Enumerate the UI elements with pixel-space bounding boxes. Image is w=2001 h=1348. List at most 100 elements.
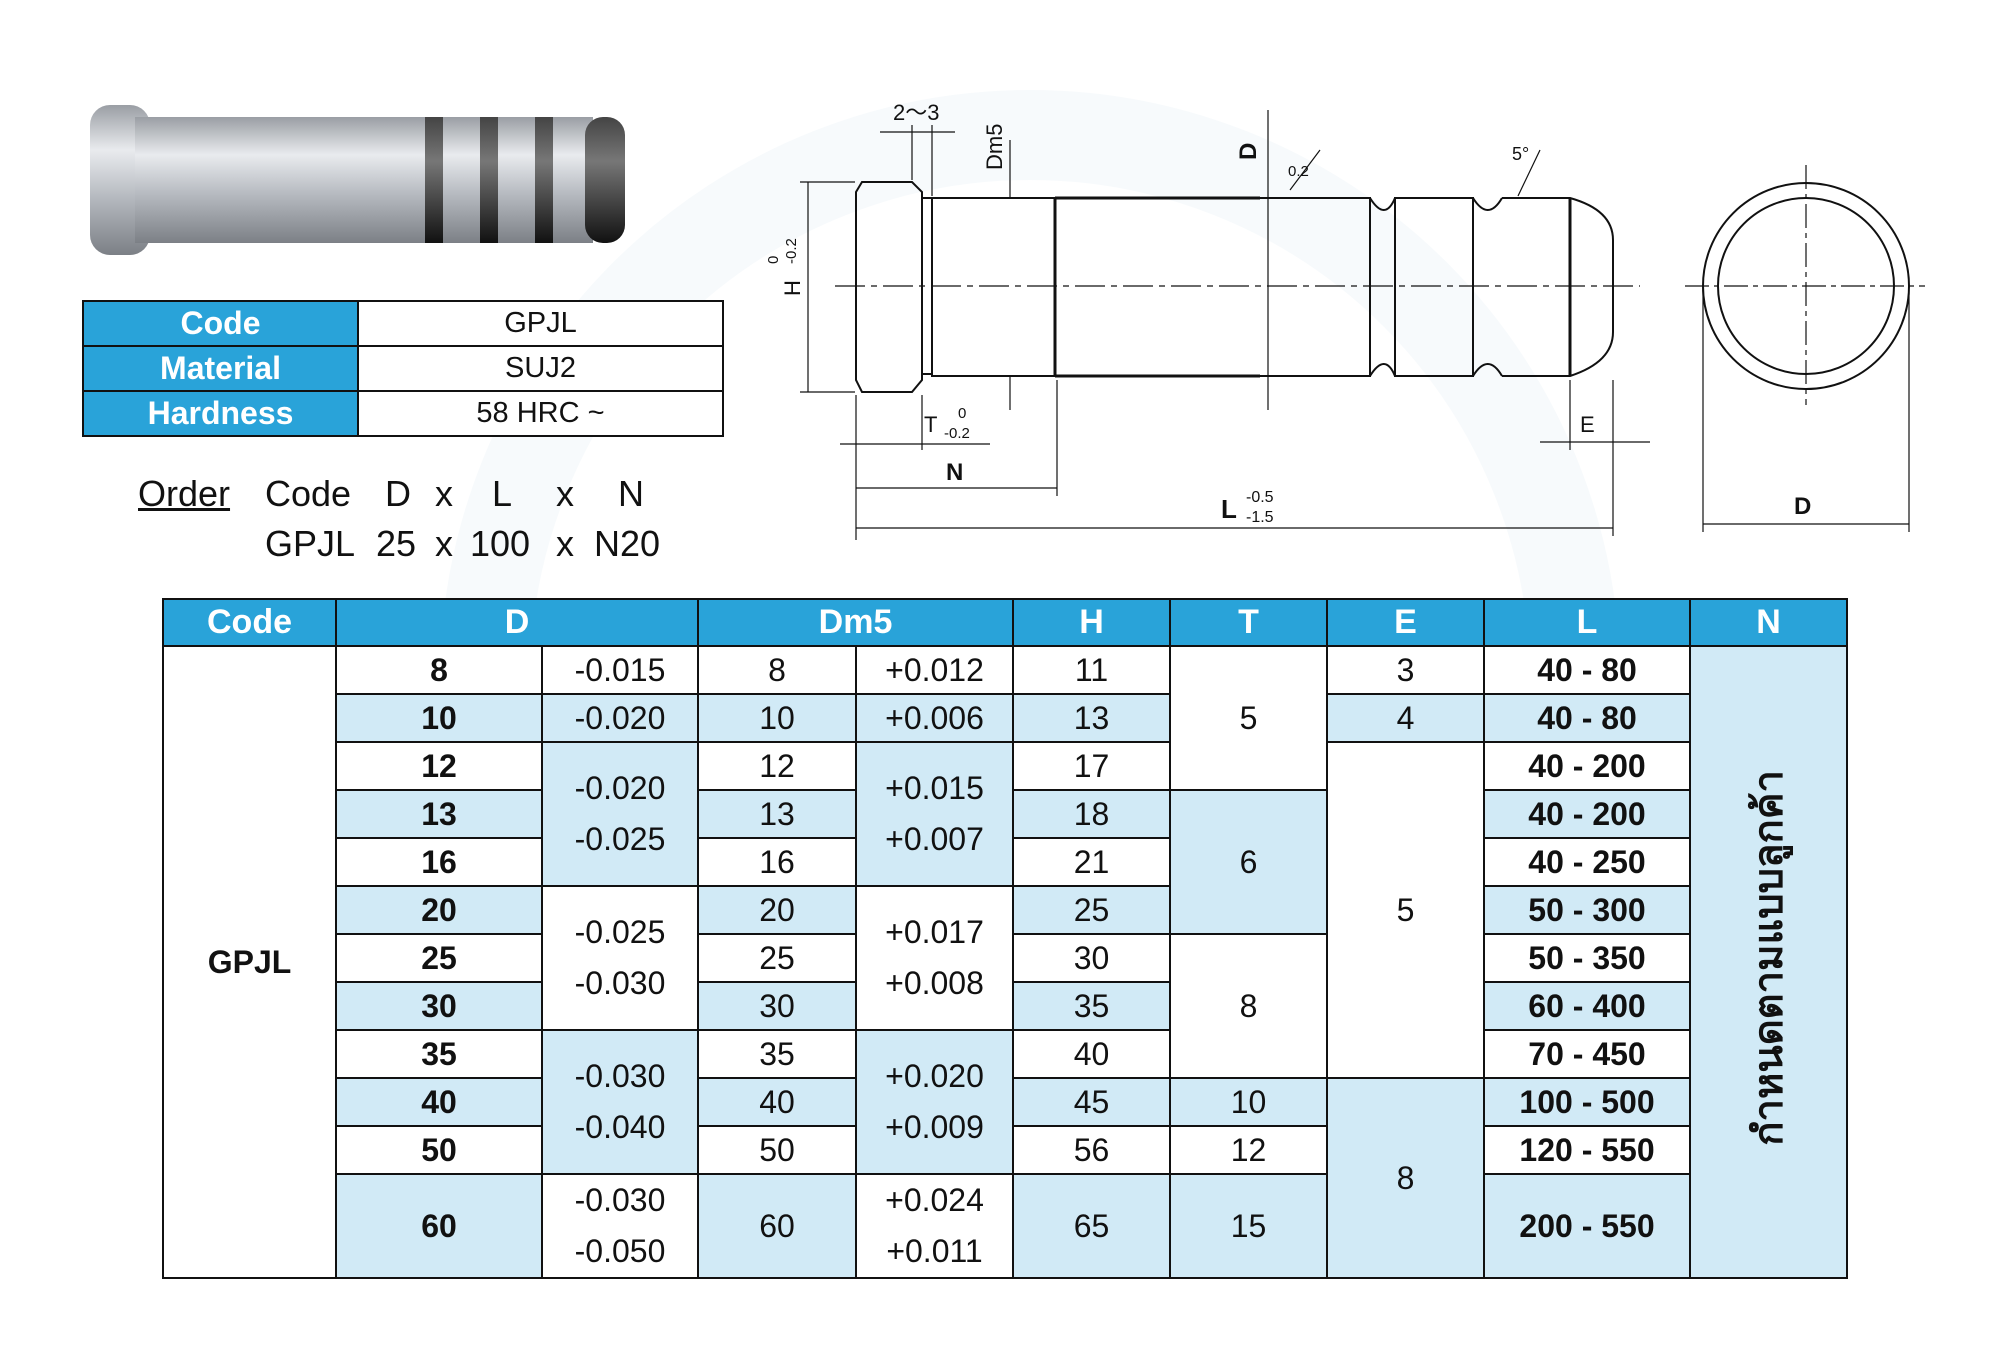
dm5-tol-upper: +0.015 [885, 770, 984, 806]
d-value: 10 [335, 693, 543, 743]
d-tol-group: -0.030 -0.050 [541, 1173, 699, 1279]
spec-row-material: Material SUJ2 [82, 345, 724, 392]
table-row: 10 -0.020 10 +0.006 13 4 40 - 80 [163, 693, 1847, 743]
table-row: 13 13 18 6 40 - 200 [163, 789, 1847, 935]
d-tol-upper: -0.020 [574, 770, 666, 806]
t-value: 12 [1169, 1125, 1329, 1175]
e-value: 4 [1326, 693, 1486, 743]
l-value: 70 - 450 [1483, 1029, 1692, 1079]
e-value: 5 [1326, 741, 1486, 1079]
dm5-value: 12 [697, 741, 857, 791]
table-row: 60 -0.030 -0.050 60 +0.024 +0.011 65 15 … [163, 1173, 1847, 1279]
header-l: L [1483, 598, 1692, 647]
order-h-x: x [435, 473, 453, 514]
dim-tol-02: 0.2 [1288, 163, 1309, 180]
dm5-tol-lower: +0.011 [886, 1233, 983, 1269]
spec-row-code: Code GPJL [82, 300, 724, 347]
dim-d-side: D [1794, 493, 1811, 520]
dim-e: E [1580, 412, 1595, 437]
d-tol-upper: -0.030 [574, 1058, 666, 1094]
spec-key: Hardness [82, 390, 359, 437]
dim-t-tol-upper: 0 [958, 405, 966, 422]
dm5-tol-group: +0.015 +0.007 [854, 741, 1015, 887]
dm5-value: 50 [697, 1125, 857, 1175]
h-value: 11 [1012, 645, 1172, 695]
d-value: 16 [335, 837, 543, 887]
dm5-value: 40 [697, 1077, 857, 1127]
l-value: 60 - 400 [1483, 981, 1692, 1031]
dim-l-tol-lower: -1.5 [1246, 509, 1274, 526]
header-d: D [335, 598, 699, 647]
table-row: 12 -0.020 -0.025 12 +0.015 +0.007 17 5 4… [163, 741, 1847, 1079]
h-value: 17 [1012, 741, 1172, 791]
d-value: 8 [335, 645, 543, 695]
dm5-tol-upper: +0.017 [885, 914, 984, 950]
table-row: GPJL 8 -0.015 8 +0.012 11 5 3 40 - 80 กำ… [162, 645, 1849, 1279]
l-value: 40 - 80 [1483, 693, 1692, 743]
dm5-value: 35 [697, 1029, 857, 1079]
table-row: 30 30 35 60 - 400 [163, 981, 1847, 1031]
l-value: 40 - 250 [1483, 837, 1692, 887]
dim-t-tol-lower: -0.2 [944, 425, 970, 442]
e-value: 3 [1326, 645, 1486, 695]
order-ex-x: x [435, 523, 453, 564]
table-row: 20 -0.025 -0.030 20 +0.017 +0.008 25 50 … [163, 885, 1847, 1031]
dm5-value: 30 [697, 981, 857, 1031]
h-value: 21 [1012, 837, 1172, 887]
d-tol-group: -0.030 -0.040 [541, 1029, 699, 1175]
order-h-x2: x [556, 473, 574, 514]
dm5-tol-lower: +0.007 [885, 821, 984, 857]
l-value: 50 - 300 [1483, 885, 1692, 935]
order-ex-x2: x [556, 523, 574, 564]
l-value: 40 - 200 [1483, 789, 1692, 839]
dm5-tol-lower: +0.008 [885, 965, 984, 1001]
spec-key: Material [82, 345, 359, 392]
dm5-value: 25 [697, 933, 857, 983]
order-h-d: D [385, 473, 411, 514]
order-h-code: Code [265, 473, 352, 514]
h-value: 13 [1012, 693, 1172, 743]
table-row: 25 25 30 8 50 - 350 [163, 933, 1847, 1079]
header-h: H [1012, 598, 1172, 647]
table-row: 16 16 21 40 - 250 [163, 837, 1847, 887]
dim-n: N [946, 459, 963, 486]
d-tol-lower: -0.025 [574, 821, 666, 857]
d-tol-group: -0.020 -0.025 [541, 741, 699, 887]
h-value: 56 [1012, 1125, 1172, 1175]
dm5-value: 8 [697, 645, 857, 695]
dm5-tol-group: +0.020 +0.009 [854, 1029, 1015, 1175]
t-value: 10 [1169, 1077, 1329, 1127]
d-tol-upper: -0.030 [574, 1182, 666, 1218]
d-value: 60 [335, 1173, 543, 1279]
dim-angle-5: 5° [1512, 144, 1529, 164]
order-ex-l: 100 [470, 523, 531, 564]
header-n: N [1689, 598, 1849, 647]
t-value: 8 [1169, 933, 1329, 1079]
dm5-value: 20 [697, 885, 857, 935]
h-value: 25 [1012, 885, 1172, 935]
order-h-n: N [618, 473, 644, 514]
l-value: 40 - 80 [1483, 645, 1692, 695]
header-t: T [1169, 598, 1329, 647]
h-value: 35 [1012, 981, 1172, 1031]
technical-drawing: 2～3 Dm5 D 0.2 5° H 0 -0.2 T 0 -0.2 N E L… [765, 100, 1925, 540]
dim-dm5: Dm5 [982, 124, 1007, 170]
d-tol-lower: -0.050 [574, 1233, 666, 1269]
dm5-value: 60 [697, 1173, 857, 1279]
d-tol-lower: -0.040 [574, 1109, 666, 1145]
h-value: 18 [1012, 789, 1172, 839]
dm5-tol-group: +0.017 +0.008 [854, 885, 1015, 1031]
h-value: 40 [1012, 1029, 1172, 1079]
l-value: 40 - 200 [1483, 741, 1692, 791]
dim-d-top: D [1235, 143, 1262, 160]
d-tol-lower: -0.030 [574, 965, 666, 1001]
spec-table: Code GPJL Material SUJ2 Hardness 58 HRC … [82, 300, 724, 437]
d-value: 40 [335, 1077, 543, 1127]
l-value: 50 - 350 [1483, 933, 1692, 983]
dimension-table: Code D Dm5 H T E L N GPJL 8 -0.015 8 +0.… [162, 598, 1849, 1279]
table-row: 40 40 45 10 8 100 - 500 [163, 1077, 1847, 1279]
h-value: 30 [1012, 933, 1172, 983]
dim-t: T [924, 412, 937, 437]
d-value: 13 [335, 789, 543, 839]
dm5-tol: +0.006 [854, 693, 1015, 743]
